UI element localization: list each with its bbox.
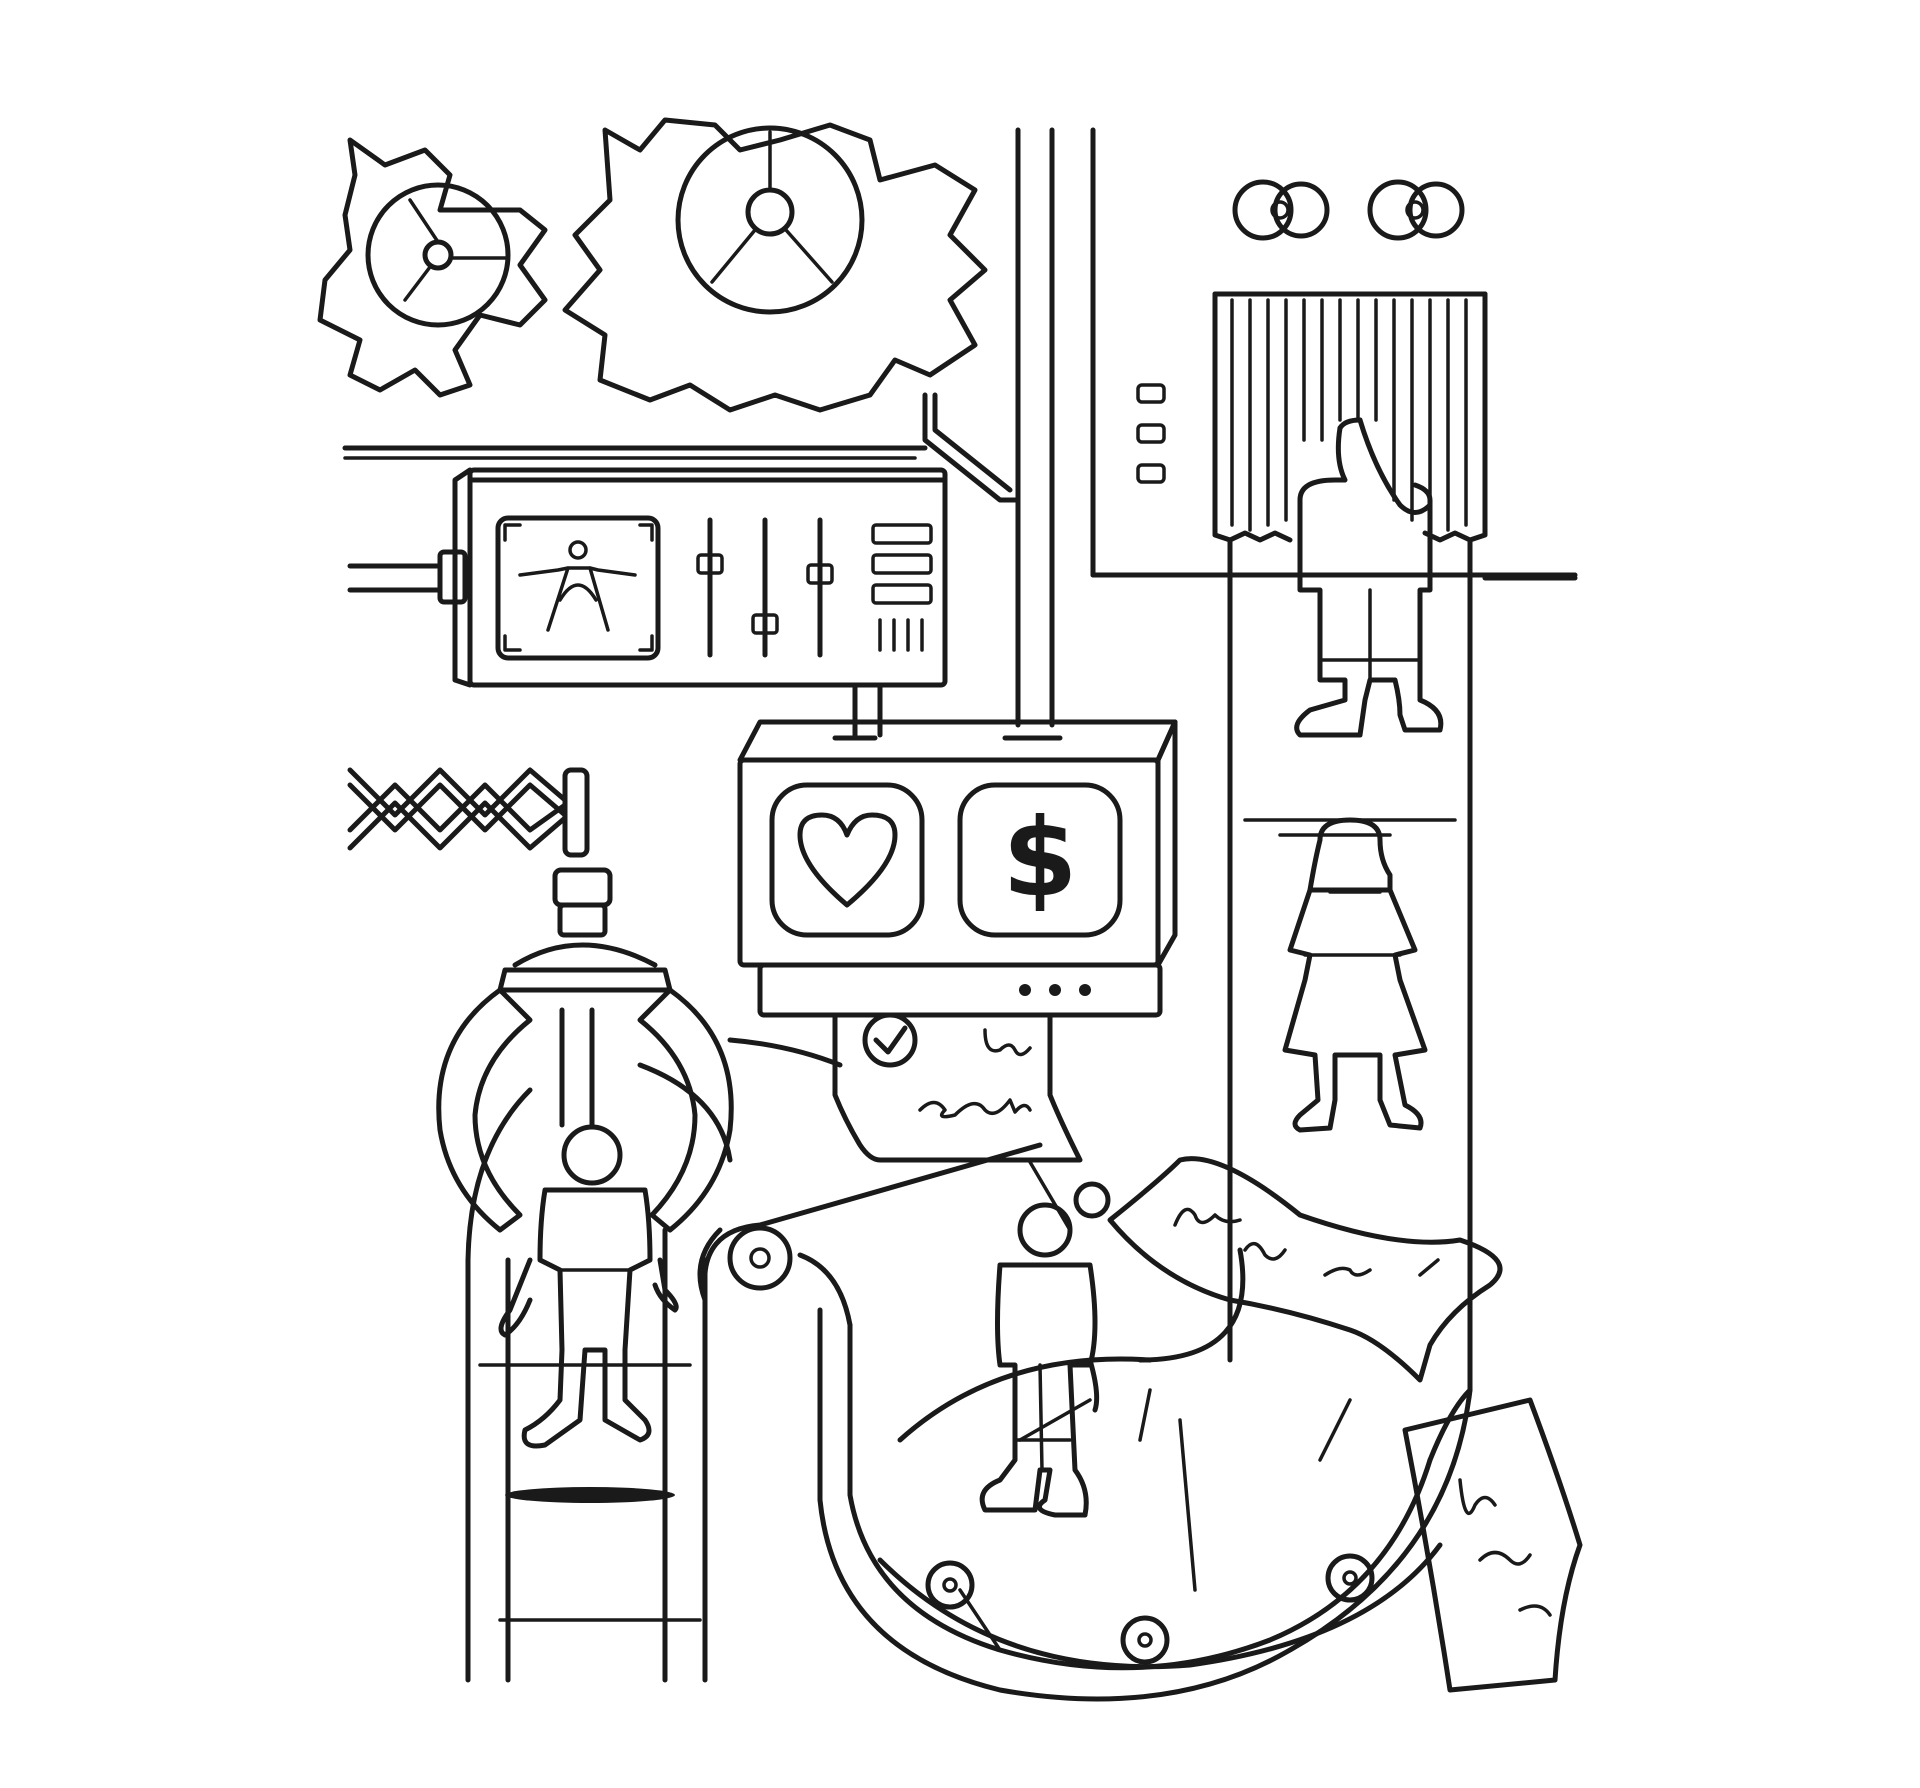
slider-controls xyxy=(696,517,834,658)
dollar-glyph: $ xyxy=(1002,796,1077,921)
left-conveyor xyxy=(465,1037,843,1683)
robotic-arm xyxy=(347,767,734,1233)
curtain-booth xyxy=(1212,291,1488,543)
toggle-buttons xyxy=(1232,179,1465,241)
person-in-booth xyxy=(1294,417,1444,738)
wall-indicators xyxy=(1136,383,1166,484)
loose-paper xyxy=(1402,1397,1583,1693)
small-gear xyxy=(317,137,548,398)
heart-icon xyxy=(797,812,898,908)
wall-rail xyxy=(342,392,1021,503)
control-panel xyxy=(347,467,948,738)
vertical-pipes xyxy=(1015,127,1578,728)
large-gear xyxy=(562,117,988,413)
paper-scroll xyxy=(1107,1156,1503,1383)
person-lifted xyxy=(498,1124,679,1503)
person-with-scroll xyxy=(979,1181,1111,1518)
indicator-bars xyxy=(871,523,933,652)
person-woman xyxy=(1282,817,1428,1133)
human-figure-icon xyxy=(518,540,637,632)
main-conveyor xyxy=(697,1142,1473,1702)
evaluation-machine: $ xyxy=(737,719,1178,1163)
check-icon xyxy=(873,1025,908,1055)
